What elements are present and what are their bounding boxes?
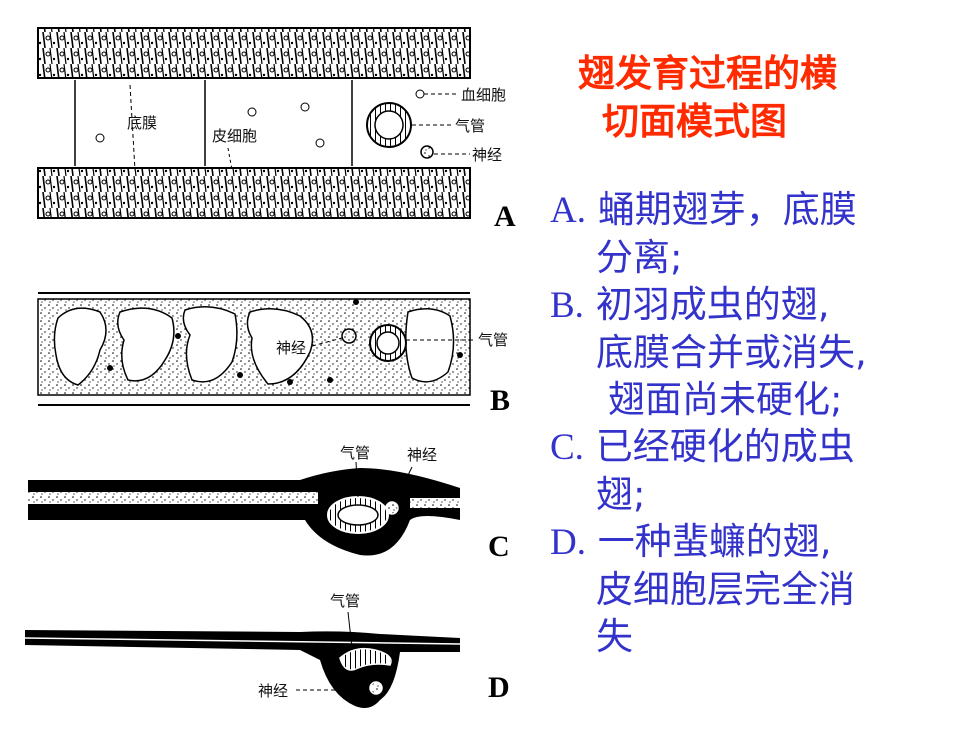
item-text: 蛹期翅芽，底膜 [597,188,857,231]
label-trachea-c: 气管 [340,444,370,462]
label-nerve-a: 神经 [472,146,502,164]
panel-d-wing-body [25,630,460,708]
item-text: 已经硬化的成虫 [595,425,855,468]
panel-a-lower-epidermis [37,167,471,219]
wing-development-figure: 底膜 皮细胞 血细胞 气管 神经 A 神经 气管 B [24,27,516,708]
item-marker: A. [550,190,586,231]
panel-d: 气管 神经 D [24,592,510,708]
panel-a-blood-cell [415,89,425,99]
label-trachea-d: 气管 [330,592,360,610]
label-blood-cell: 血细胞 [461,86,506,104]
panel-c: 气管 神经 C [28,444,510,563]
item-text: 失 [596,615,633,658]
item-marker: C. [550,427,584,468]
wing-cross-section-diagram: 底膜 皮细胞 血细胞 气管 神经 A 神经 气管 B [24,27,516,708]
panel-a-upper-epidermis [37,27,471,79]
label-trachea-b: 气管 [478,331,508,349]
item-text: 一种蜚蠊的翅, [597,520,832,563]
description-item-a: A. 蛹期翅芽，底膜 分离; [550,186,970,281]
item-text: 皮细胞层完全消 [596,568,855,611]
panel-b-nerve [341,328,357,344]
description-item-b: B. 初羽成虫的翅, 底膜合并或消失, 翅面尚未硬化; [550,281,970,423]
item-text: 底膜合并或消失, [596,331,867,374]
panel-a-nerve [420,145,434,159]
label-nerve-b: 神经 [276,339,306,357]
panel-d-trachea [339,647,392,671]
description-item-d: D. 一种蜚蠊的翅, 皮细胞层完全消 失 [550,518,970,660]
label-epidermal-cell: 皮细胞 [212,127,257,145]
panel-c-letter: C [488,530,510,563]
panel-c-nerve [385,501,399,515]
description-list: A. 蛹期翅芽，底膜 分离; B. 初羽成虫的翅, 底膜合并或消失, 翅面尚未硬… [550,186,970,660]
label-nerve-c: 神经 [407,446,437,464]
label-trachea-a: 气管 [455,117,485,135]
item-text: 翅面尚未硬化; [608,378,843,421]
label-basement-membrane: 底膜 [127,114,157,132]
description-item-c: C. 已经硬化的成虫 翅; [550,423,970,518]
item-text: 分离; [596,236,683,279]
panel-b: 神经 气管 B [37,292,510,417]
panel-b-letter: B [490,384,510,417]
panel-a: 底膜 皮细胞 血细胞 气管 神经 A [37,27,516,233]
slide-title: 翅发育过程的横 切面模式图 [578,50,958,146]
item-marker: B. [550,285,584,326]
slide-title-line-1: 翅发育过程的横 [578,52,837,95]
panel-d-letter: D [488,671,510,704]
item-text: 初羽成虫的翅, [595,283,830,326]
label-nerve-d: 神经 [258,682,288,700]
item-text: 翅; [596,473,646,516]
panel-a-letter: A [494,200,516,233]
slide-title-line-2: 切面模式图 [602,100,787,143]
item-marker: D. [550,522,586,563]
panel-d-nerve [369,681,383,695]
